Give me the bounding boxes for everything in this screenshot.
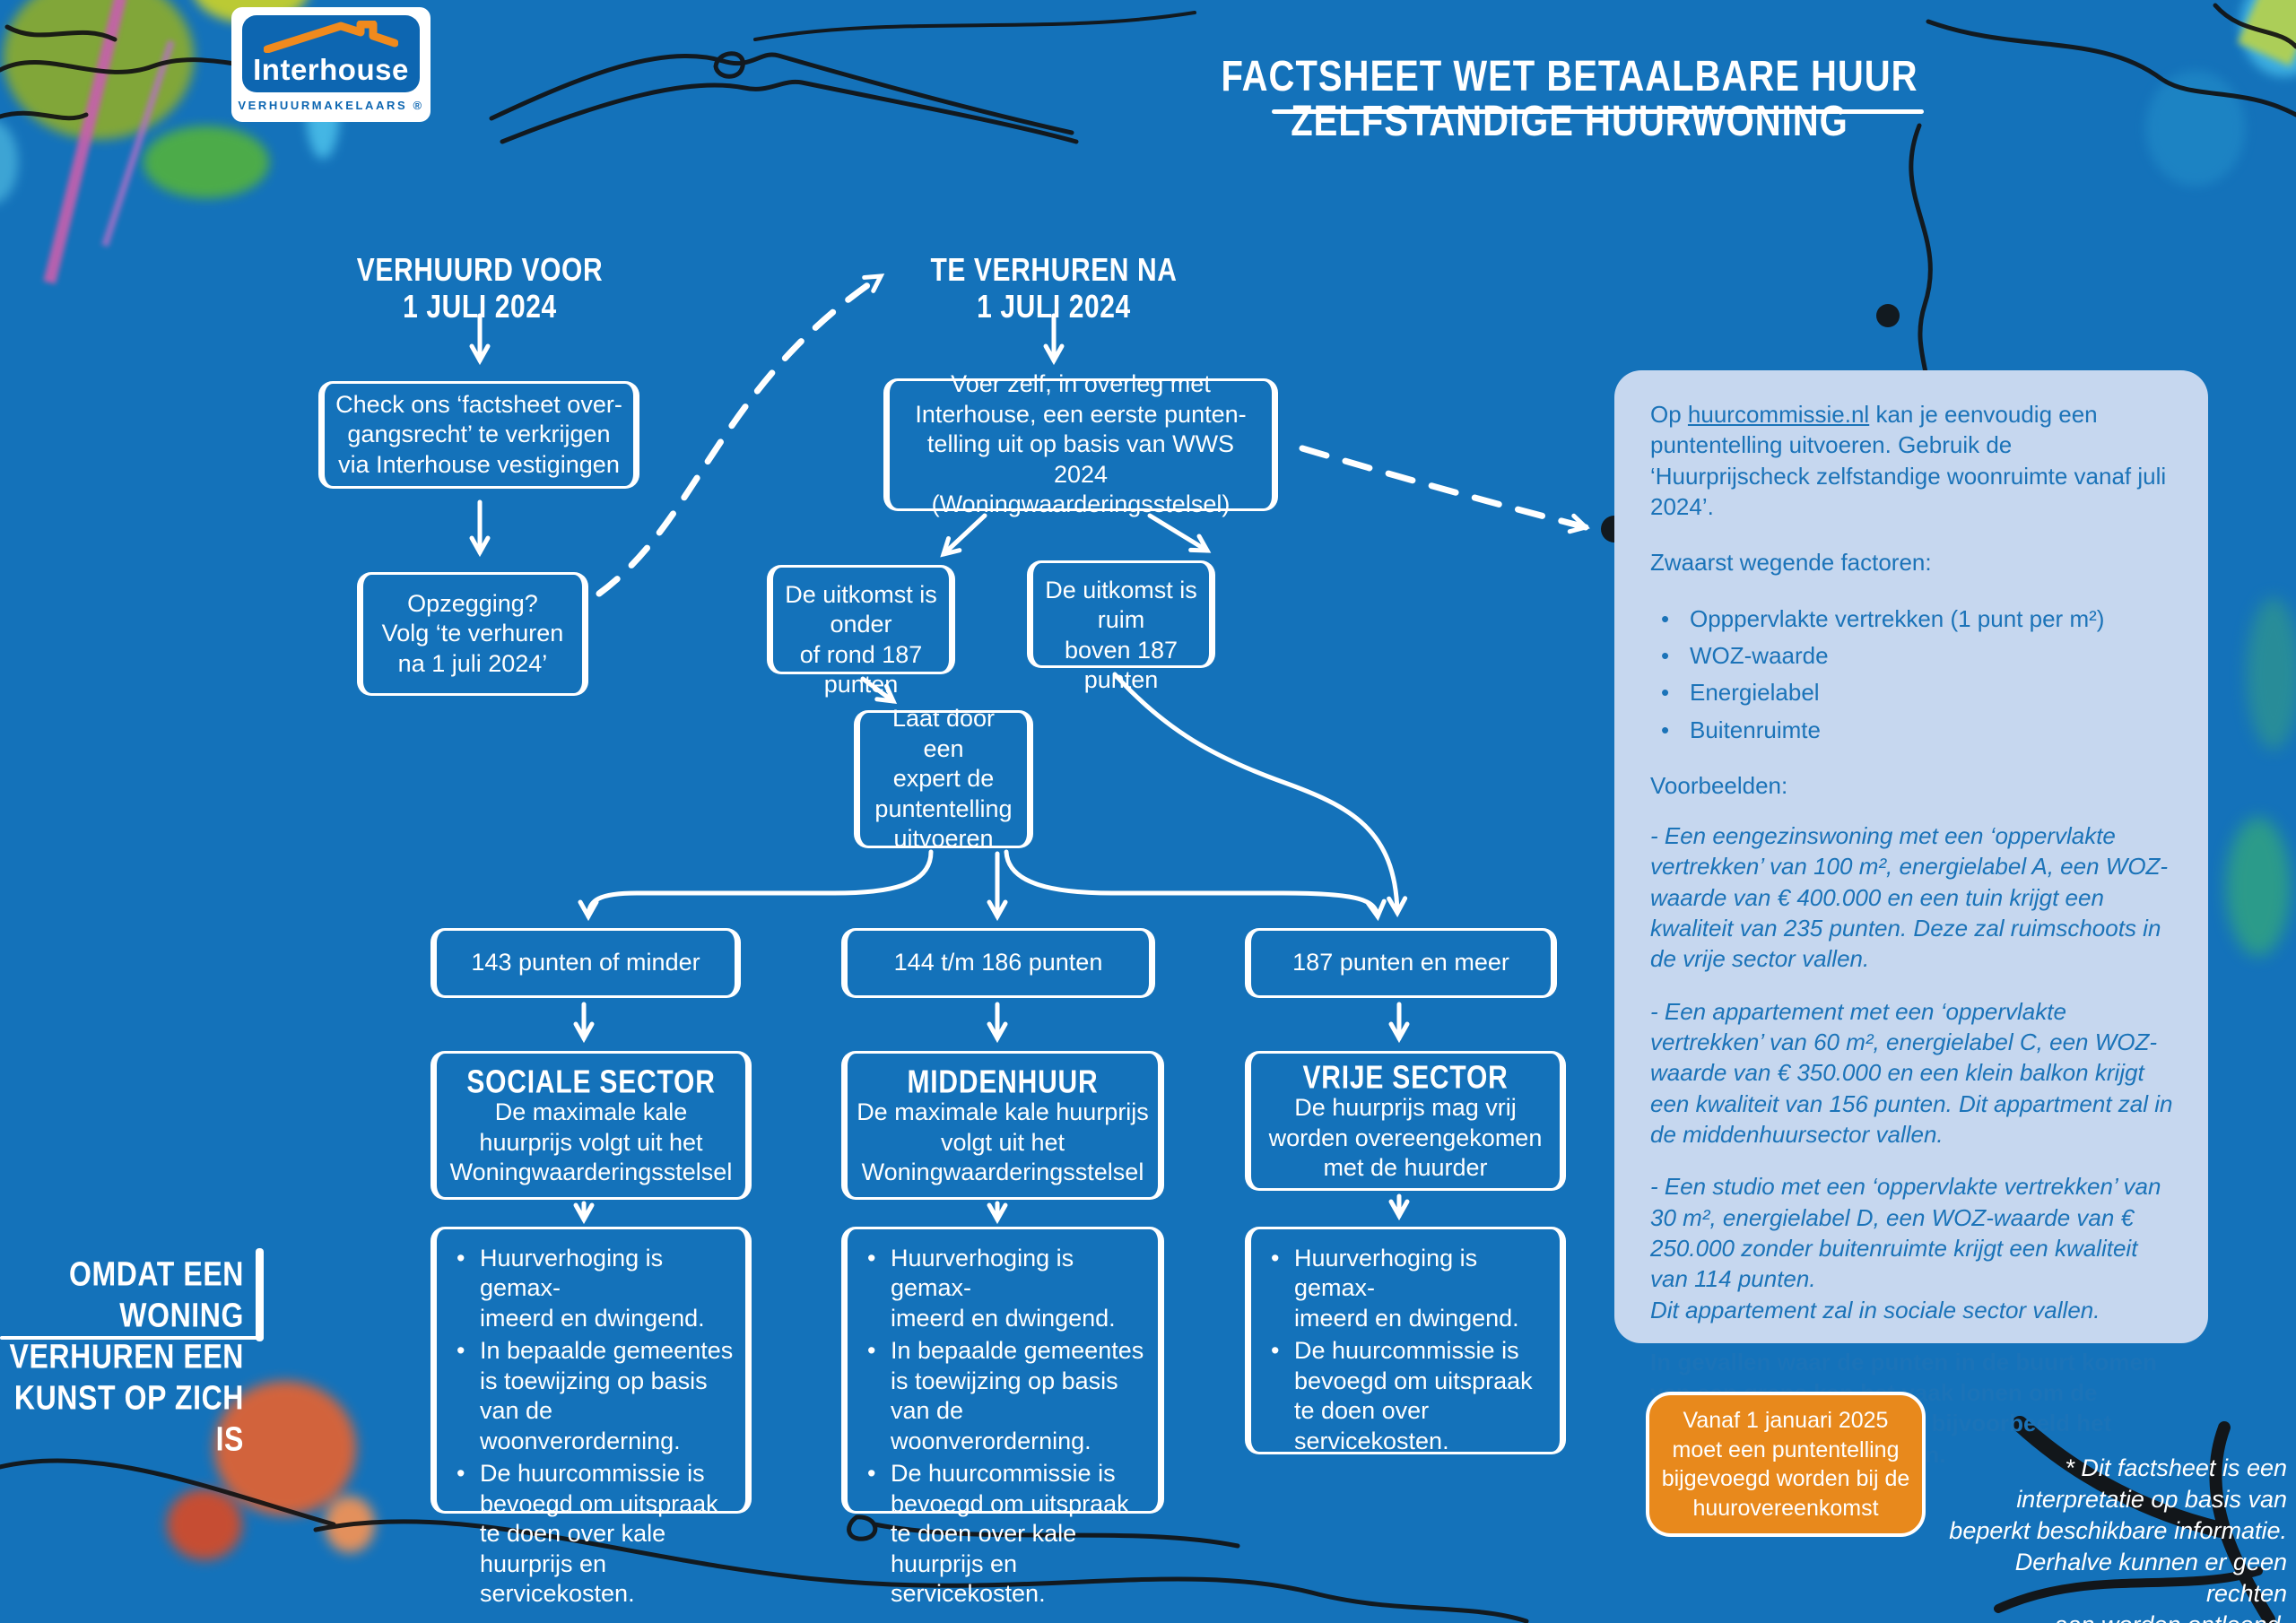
bullet-item: In bepaalde gemeentes is toewijzing op b… [858, 1336, 1147, 1456]
bullet-item: Huurverhoging is gemax- imeerd en dwinge… [448, 1244, 735, 1333]
bullets-sociale-sector: Huurverhoging is gemax- imeerd en dwinge… [430, 1227, 752, 1607]
factor-item: Opppervlakte vertrekken (1 punt per m²) [1650, 603, 2174, 635]
page-title: FACTSHEET WET BETAALBARE HUUR ZELFSTANDI… [1193, 16, 1946, 145]
panel-intro: Op huurcommissie.nl kan je eenvoudig een… [1650, 399, 2174, 522]
bullet-item: De huurcommissie is bevoegd om uitspraak… [858, 1459, 1147, 1609]
flow-box-uitkomst-boven: De uitkomst is ruim boven 187 punten [1027, 560, 1215, 693]
arrow-expert-to-143 [578, 849, 934, 922]
flow-box-expert: Laat door een expert de puntentelling ui… [854, 705, 1033, 852]
interhouse-logo: Interhouse VERHUURMAKELAARS ® [231, 7, 430, 122]
ink-scribble [753, 11, 1196, 41]
info-panel: Op huurcommissie.nl kan je eenvoudig een… [1614, 370, 2208, 1468]
ink-scribble [500, 79, 1079, 144]
flow-box-sociale-sector: SOCIALE SECTOR De maximale kale huurprij… [430, 1051, 752, 1200]
bullet-list: Huurverhoging is gemax- imeerd en dwinge… [1262, 1244, 1549, 1459]
flow-box-vrije-sector: VRIJE SECTOR De huurprijs mag vrij worde… [1245, 1051, 1566, 1191]
arrow-voerzelf-to-boven [1147, 513, 1212, 553]
arrow-dashed-to-panel [1299, 445, 1590, 534]
panel-examples-heading: Voorbeelden: [1650, 771, 1788, 799]
heading-verhuurd-voor-text: VERHUURD VOOR 1 JULI 2024 [356, 253, 604, 325]
heading-verhuurd-voor: VERHUURD VOOR 1 JULI 2024 [336, 253, 623, 325]
bullet-list: Huurverhoging is gemax- imeerd en dwinge… [858, 1244, 1147, 1612]
sociale-sector-body: De maximale kale huurprijs volgt uit het… [449, 1098, 733, 1186]
roof-icon [264, 21, 398, 53]
flow-box-143-punten: 143 punten of minder [430, 928, 741, 998]
tagline-bar [256, 1248, 264, 1341]
logo-subtitle: VERHUURMAKELAARS ® [238, 99, 424, 112]
vrije-sector-body: De huurprijs mag vrij worden overeengeko… [1268, 1094, 1543, 1182]
disclaimer: * Dit factsheet is een interpretatie op … [1949, 1454, 2287, 1623]
panel-intro-suffix: kan je eenvoudig een puntentelling uitvo… [1650, 401, 2167, 520]
tagline-underline [0, 1336, 264, 1340]
flow-box-144-186-punten: 144 t/m 186 punten [841, 928, 1155, 998]
bullet-item: In bepaalde gemeentes is toewijzing op b… [448, 1336, 735, 1456]
huurcommissie-link[interactable]: huurcommissie.nl [1687, 401, 1870, 428]
heading-te-verhuren-na-text: TE VERHUREN NA 1 JULI 2024 [930, 253, 1178, 325]
panel-factors-heading: Zwaarst wegende factoren: [1650, 549, 1932, 577]
factor-item: Buitenruimte [1650, 715, 2174, 746]
arrow-voerzelf-to-onder [940, 513, 987, 558]
tagline-text: OMDAT EEN WONING VERHUREN EEN KUNST OP Z… [9, 1254, 244, 1458]
title-underline [1272, 109, 1924, 114]
orange-note: Vanaf 1 januari 2025 moet een puntentell… [1646, 1392, 1926, 1537]
panel-example-2: - Een appartement met een ‘oppervlakte v… [1650, 997, 2173, 1148]
bullet-item: Huurverhoging is gemax- imeerd en dwinge… [858, 1244, 1147, 1333]
arrow-dashed-opzegging-to-teverhuren [596, 273, 885, 597]
panel-example-1: - Een eengezinswoning met een ‘oppervlak… [1650, 822, 2169, 973]
bullet-item: Huurverhoging is gemax- imeerd en dwinge… [1262, 1244, 1549, 1333]
page-title-text: FACTSHEET WET BETAALBARE HUUR ZELFSTANDI… [1221, 53, 1918, 146]
sociale-sector-title: SOCIALE SECTOR [466, 1064, 716, 1101]
bullet-item: De huurcommissie is bevoegd om uitspraak… [448, 1459, 735, 1609]
flow-box-check-factsheet: Check ons ‘factsheet over- gangsrecht’ t… [318, 381, 639, 489]
heading-te-verhuren-na: TE VERHUREN NA 1 JULI 2024 [910, 253, 1197, 325]
bullet-list: Huurverhoging is gemax- imeerd en dwinge… [448, 1244, 735, 1612]
middenhuur-title: MIDDENHUUR [907, 1064, 1099, 1101]
panel-factors-list: Opppervlakte vertrekken (1 punt per m²) … [1650, 603, 2174, 746]
flow-box-voer-zelf: Voer zelf, in overleg met Interhouse, ee… [883, 370, 1278, 517]
ink-scribble [489, 52, 1074, 135]
factor-item: WOZ-waarde [1650, 640, 2174, 672]
factor-item: Energielabel [1650, 677, 2174, 708]
arrow-expert-to-187 [1004, 849, 1387, 922]
flow-box-opzegging: Opzegging? Volg ‘te verhuren na 1 juli 2… [357, 572, 588, 696]
paint-splash-right [2196, 538, 2296, 1022]
panel-intro-prefix: Op [1650, 401, 1688, 428]
logo-plate: Interhouse [242, 15, 420, 92]
flow-box-187-punten: 187 punten en meer [1245, 928, 1557, 998]
bullet-item: De huurcommissie is bevoegd om uitspraak… [1262, 1336, 1549, 1456]
middenhuur-body: De maximale kale huurprijs volgt uit het… [857, 1098, 1149, 1186]
vrije-sector-title: VRIJE SECTOR [1302, 1060, 1509, 1097]
flow-box-uitkomst-onder: De uitkomst is onder of rond 187 punten [767, 565, 955, 698]
tagline: OMDAT EEN WONING VERHUREN EEN KUNST OP Z… [9, 1254, 244, 1458]
bullets-vrije-sector: Huurverhoging is gemax- imeerd en dwinge… [1245, 1227, 1566, 1454]
logo-brand-text: Interhouse [253, 53, 409, 86]
arrow-boven-to-187 [1112, 672, 1408, 918]
ink-blob [1876, 304, 1900, 327]
flow-box-middenhuur: MIDDENHUUR De maximale kale huurprijs vo… [841, 1051, 1164, 1200]
panel-example-3: - Een studio met een ‘oppervlakte vertre… [1650, 1173, 2161, 1324]
bullets-middenhuur: Huurverhoging is gemax- imeerd en dwinge… [841, 1227, 1164, 1607]
ink-scribble [713, 51, 745, 79]
